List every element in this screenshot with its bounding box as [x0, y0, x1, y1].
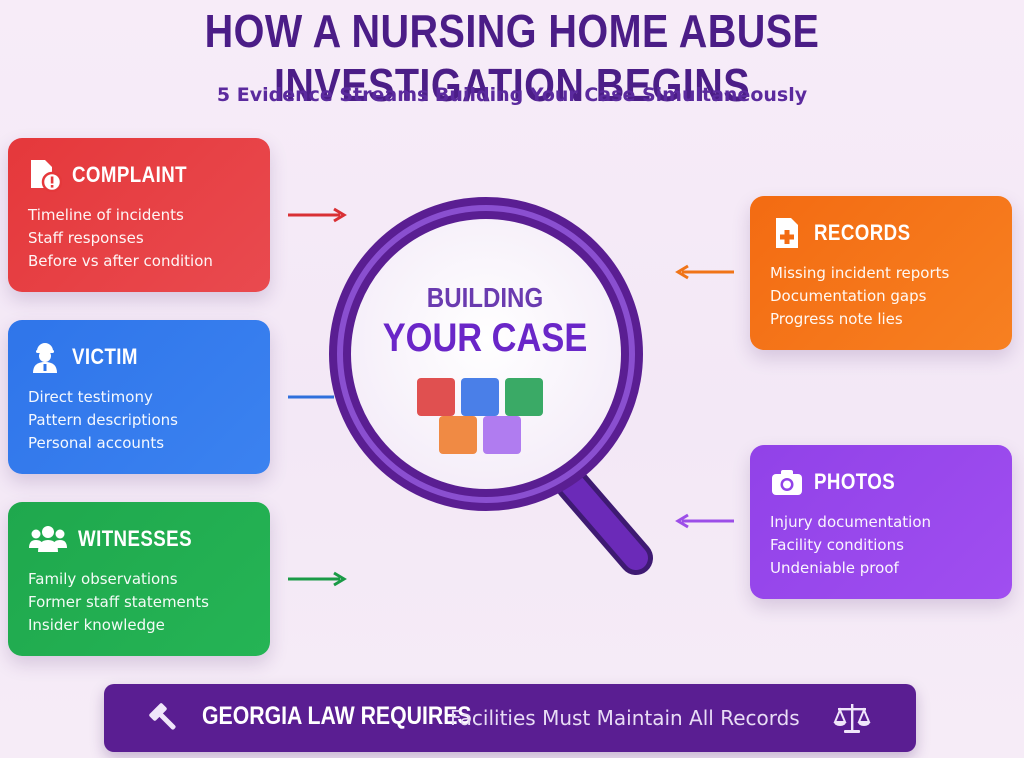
list-item: Family observations [28, 570, 178, 588]
list-item: Direct testimony [28, 388, 153, 406]
list-item: Former staff statements [28, 593, 209, 611]
page-title: HOW A NURSING HOME ABUSE INVESTIGATION B… [204, 5, 820, 111]
stream-square-blue [461, 378, 499, 416]
arrow-complaint [288, 207, 347, 223]
stream-square-red [417, 378, 455, 416]
document-alert-icon [31, 160, 62, 192]
footer-banner: GEORGIA LAW REQUIRES Facilities Must Mai… [104, 684, 916, 752]
stream-square-orange [439, 416, 477, 454]
arrow-records [675, 264, 734, 280]
list-item: Personal accounts [28, 434, 165, 452]
stream-square-green [505, 378, 543, 416]
card-heading: VICTIM [72, 344, 138, 369]
stream-square-purple [483, 416, 521, 454]
list-item: Timeline of incidents [28, 206, 184, 224]
camera-icon [772, 470, 802, 495]
list-item: Pattern descriptions [28, 411, 178, 429]
card-complaint: COMPLAINT Timeline of incidents Staff re… [8, 138, 270, 292]
footer-message: Facilities Must Maintain All Records [450, 706, 800, 730]
group-icon [29, 526, 67, 552]
scales-icon [833, 704, 871, 733]
arrow-photos [675, 513, 734, 529]
connector-victim [288, 395, 334, 399]
list-item: Facility conditions [770, 536, 904, 554]
card-victim: VICTIM Direct testimony Pattern descript… [8, 320, 270, 474]
card-witnesses: WITNESSES Family observations Former sta… [8, 502, 270, 656]
gavel-icon [149, 703, 176, 730]
list-item: Before vs after condition [28, 252, 213, 270]
card-heading: COMPLAINT [72, 162, 187, 187]
person-icon [33, 343, 57, 373]
card-records: RECORDS Missing incident reports Documen… [750, 196, 1012, 350]
list-item: Missing incident reports [770, 264, 950, 282]
card-heading: RECORDS [814, 220, 911, 245]
card-photos: PHOTOS Injury documentation Facility con… [750, 445, 1012, 599]
list-item: Staff responses [28, 229, 144, 247]
list-item: Documentation gaps [770, 287, 927, 305]
list-item: Undeniable proof [770, 559, 899, 577]
page-subtitle: 5 Evidence Streams Building Your Case Si… [216, 84, 808, 106]
card-heading: PHOTOS [814, 469, 896, 494]
center-line-2: YOUR CASE [382, 316, 588, 360]
list-item: Progress note lies [770, 310, 903, 328]
card-heading: WITNESSES [78, 526, 192, 551]
list-item: Insider knowledge [28, 616, 165, 634]
footer-label: GEORGIA LAW REQUIRES [202, 702, 472, 730]
center-line-1: BUILDING [426, 282, 544, 313]
arrow-witnesses [288, 571, 347, 587]
medical-file-icon [776, 218, 798, 248]
list-item: Injury documentation [770, 513, 932, 531]
